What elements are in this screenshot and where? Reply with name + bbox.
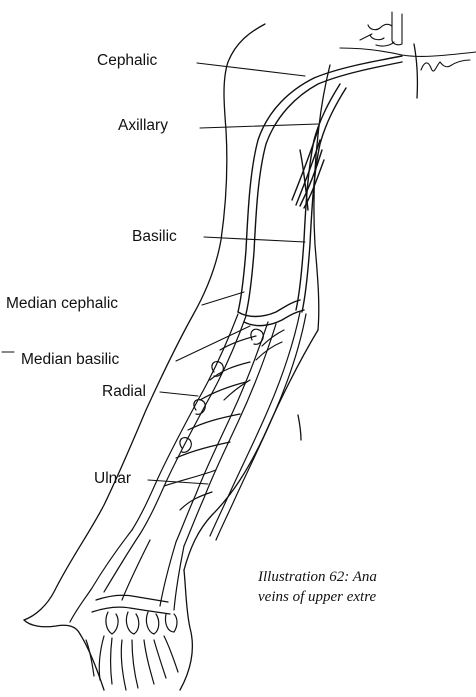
hand-veins: [70, 530, 184, 690]
shoulder-details: [340, 12, 476, 71]
leader-ulnar: [148, 480, 208, 484]
label-cephalic: Cephalic: [97, 53, 157, 69]
leader-median-basilic: [176, 326, 250, 361]
leader-axillary: [200, 124, 318, 128]
caption-line-2: veins of upper extre: [258, 588, 376, 607]
label-median-cephalic: Median cephalic: [6, 296, 118, 312]
major-veins: [238, 56, 402, 326]
forearm-veins: [132, 312, 306, 546]
leader-median-cephalic: [202, 292, 244, 305]
label-axillary: Axillary: [118, 118, 168, 134]
label-ulnar: Ulnar: [94, 471, 131, 487]
leader-radial: [160, 392, 198, 396]
label-radial: Radial: [102, 384, 146, 400]
label-basilic: Basilic: [132, 229, 177, 245]
leader-cephalic: [197, 63, 305, 76]
label-median-basilic: Median basilic: [21, 352, 119, 368]
caption-line-1: Illustration 62: Ana: [258, 568, 377, 587]
